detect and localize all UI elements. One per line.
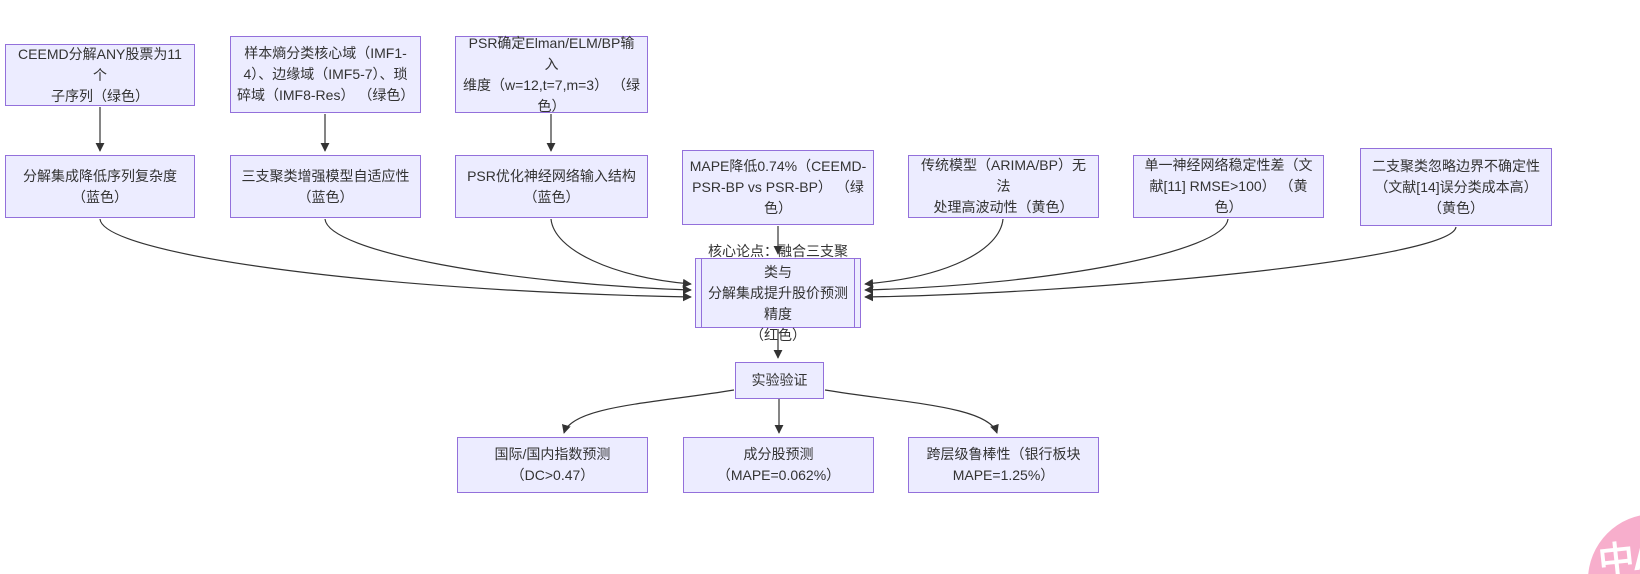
- node-sample-entropy: 样本熵分类核心域（IMF1- 4）、边缘域（IMF5-7）、琐 碎域（IMF8-…: [230, 36, 421, 113]
- node-psr-dimension: PSR确定Elman/ELM/BP输入 维度（w=12,t=7,m=3） （绿 …: [455, 35, 648, 114]
- edge-complexity-to-core: [99, 218, 692, 302]
- edge-experiment-to-robustness: [824, 389, 999, 434]
- node-three-way-adaptivity: 三支聚类增强模型自适应性 （蓝色）: [230, 155, 421, 218]
- edge-adaptivity-to-core: [324, 218, 692, 295]
- node-psr-structure: PSR优化神经网络输入结构 （蓝色）: [455, 155, 648, 218]
- node-constituent-prediction: 成分股预测 （MAPE=0.062%）: [683, 437, 874, 493]
- node-experiment-validation: 实验验证: [735, 362, 824, 399]
- node-ceemd-decomposition: CEEMD分解ANY股票为11个 子序列（绿色）: [5, 44, 195, 106]
- translate-icon: 中A: [1596, 535, 1640, 574]
- edge-twoway-to-core: [864, 226, 1457, 302]
- edge-traditional-to-core: [864, 218, 1004, 288]
- node-two-way-limitation: 二支聚类忽略边界不确定性 （文献[14]误分类成本高） （黄色）: [1360, 148, 1552, 226]
- node-core-thesis-label: 核心论点：融合三支聚类与 分解集成提升股价预测精度 （红色）: [701, 243, 855, 343]
- node-cross-level-robustness: 跨层级鲁棒性（银行板块 MAPE=1.25%）: [908, 437, 1099, 493]
- node-core-thesis: 核心论点：融合三支聚类与 分解集成提升股价预测精度 （红色）: [695, 243, 861, 343]
- edge-singlenn-to-core: [864, 218, 1229, 295]
- node-decomposition-complexity: 分解集成降低序列复杂度 （蓝色）: [5, 155, 195, 218]
- node-single-nn-instability: 单一神经网络稳定性差（文 献[11] RMSE>100） （黄色）: [1133, 155, 1324, 218]
- node-index-prediction: 国际/国内指数预测 （DC>0.47）: [457, 437, 648, 493]
- edge-psrstructure-to-core: [550, 218, 692, 288]
- node-traditional-limitation: 传统模型（ARIMA/BP）无法 处理高波动性（黄色）: [908, 155, 1099, 218]
- node-mape-reduction: MAPE降低0.74%（CEEMD- PSR-BP vs PSR-BP） （绿 …: [682, 150, 874, 225]
- edge-experiment-to-index: [562, 389, 735, 434]
